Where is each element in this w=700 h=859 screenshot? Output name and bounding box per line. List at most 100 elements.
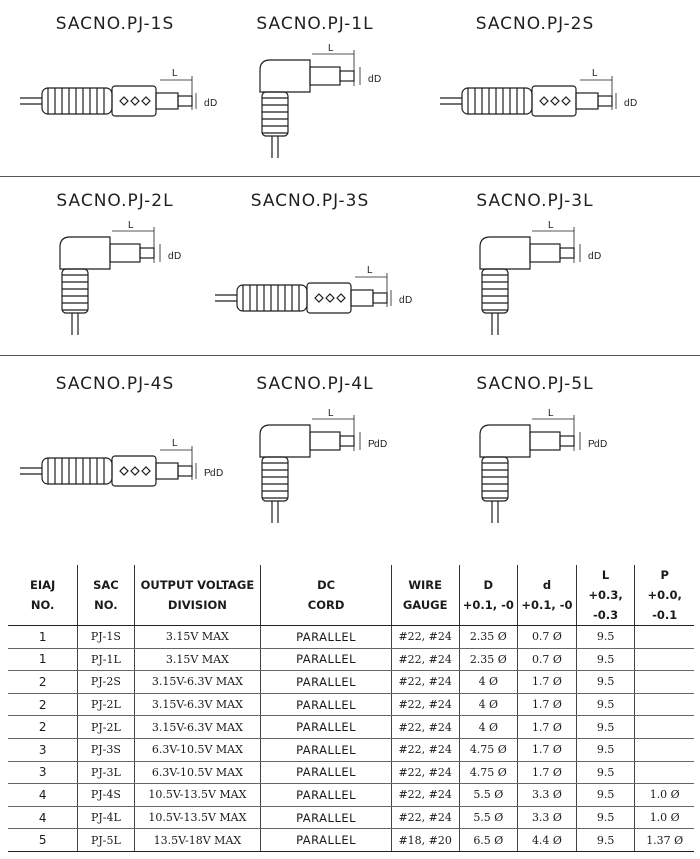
dimension-lines [532,227,581,263]
cell-eiaj: 2 [8,670,78,694]
barrel [575,92,599,110]
dim-label: D [600,439,607,450]
cell-eiaj: 4 [8,783,78,807]
cell-voltage: 6.3V-10.5V MAX [133,738,261,762]
model-title: SACNO.PJ-4L [256,374,374,394]
dimension-lines [355,273,392,307]
angled-head [59,236,111,270]
dim-label: D [405,295,412,306]
model-title: SACNO.PJ-4S [55,374,175,394]
dim-label: d [624,98,630,109]
cell-gauge: #22, #24 [390,625,460,649]
cell-L: 9.5 [575,806,635,830]
diamond-mark [550,96,560,106]
plug-body [259,59,355,158]
dim-label: d [168,251,174,262]
plug-body [20,455,193,487]
cell-sac: PJ-1S [77,625,134,649]
cell-eiaj: 5 [8,828,78,852]
plug-body [479,236,575,335]
cell-voltage: 3.15V-6.3V MAX [133,715,261,739]
model-title: SACNO.PJ-5L [476,374,594,394]
barrel [155,92,179,110]
angled-head [259,59,311,93]
model-title: SACNO.PJ-3L [476,191,594,211]
cell-gauge: #22, #24 [390,715,460,739]
cell-sac: PJ-2S [77,670,134,694]
cell-d: 0.7 Ø [517,625,577,649]
cell-sac: PJ-5L [77,828,134,852]
cell-voltage: 10.5V-13.5V MAX [133,783,261,807]
dim-label: D [174,251,181,262]
cell-D: 2.35 Ø [458,625,518,649]
dim-label: d [368,74,374,85]
cell-gauge: #22, #24 [390,761,460,785]
cell-eiaj: 3 [8,761,78,785]
cell-sac: PJ-3S [77,738,134,762]
barrel-tip [339,70,355,82]
diamond-mark [119,466,129,476]
strain-relief [481,268,509,314]
cell-P [634,715,694,739]
angled-head [479,424,531,458]
cell-d: 1.7 Ø [517,693,577,717]
dim-label: d [594,439,600,450]
cell-voltage: 13.5V-18V MAX [133,828,261,852]
plug-body [259,424,355,523]
cell-d: 1.7 Ø [517,761,577,785]
barrel-tip [597,95,613,107]
cell-gauge: #22, #24 [390,806,460,830]
col-D: D+0.1, -0 [458,565,518,626]
dim-label: d [204,98,210,109]
cell-sac: PJ-4S [77,783,134,807]
model-title: SACNO.PJ-2S [475,14,595,34]
plug-body [479,424,575,523]
cell-P [634,693,694,717]
cell-P [634,625,694,649]
dim-label: P [588,439,595,450]
cell-cord: PARALLEL [260,806,392,830]
cell-sac: PJ-2L [77,693,134,717]
dimension-lines [160,446,197,480]
strain-relief [61,268,89,314]
cell-cord: PARALLEL [260,738,392,762]
cell-gauge: #18, #20 [390,828,460,852]
dim-label: L [592,68,598,79]
cell-D: 4 Ø [458,670,518,694]
dim-label: D [216,468,223,479]
model-title: SACNO.PJ-1S [55,14,175,34]
cell-cord: PARALLEL [260,828,392,852]
cell-eiaj: 4 [8,806,78,830]
cell-eiaj: 3 [8,738,78,762]
cell-eiaj: 2 [8,693,78,717]
barrel-tip [177,465,193,477]
dim-label: P [204,468,211,479]
strain-relief [236,284,308,312]
cell-voltage: 3.15V-6.3V MAX [133,670,261,694]
cell-gauge: #22, #24 [390,783,460,807]
cell-sac: PJ-3L [77,761,134,785]
cell-L: 9.5 [575,761,635,785]
cell-sac: PJ-1L [77,648,134,672]
cell-D: 4.75 Ø [458,738,518,762]
diamond-mark [561,96,571,106]
cell-P [634,670,694,694]
col-L: L+0.3, -0.3 [575,565,635,626]
cell-D: 4.75 Ø [458,761,518,785]
barrel-tip [177,95,193,107]
model-title: SACNO.PJ-2L [56,191,174,211]
cell-eiaj: 1 [8,648,78,672]
cell-eiaj: 2 [8,715,78,739]
